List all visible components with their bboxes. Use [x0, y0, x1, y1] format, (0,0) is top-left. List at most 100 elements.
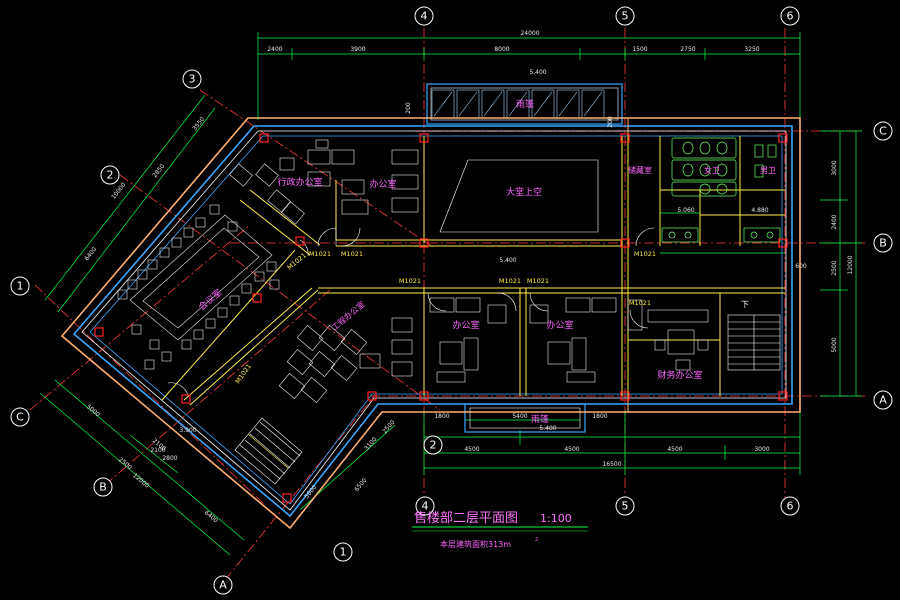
dim-bottom-main-3: 4500	[667, 446, 682, 453]
axis-label-diag-b: B	[99, 481, 107, 494]
axis-label-bottom-5: 5	[622, 500, 629, 513]
dim-top-6: 3250	[744, 46, 759, 53]
dim-top-5: 2750	[680, 46, 695, 53]
drawing-scale: 1:100	[540, 512, 572, 525]
door-label-3: M1021	[634, 250, 656, 258]
dim-bottom-seg-2: 5400	[512, 413, 527, 420]
dim-top-1: 2400	[267, 46, 282, 53]
room-admin-office: 行政办公室	[277, 176, 322, 188]
axis-label-right-a: A	[879, 394, 887, 407]
door-label-7: M1021	[629, 299, 651, 307]
room-office-a: 办公室	[452, 319, 479, 331]
room-meeting: 会议室	[196, 286, 224, 313]
canopy-top	[426, 83, 623, 125]
axis-label-bottom-6: 6	[787, 500, 794, 513]
canopy-bottom-label: 雨篷	[531, 413, 549, 425]
stair-right	[727, 314, 781, 371]
axis-bubble-labels: 4 5 6 2 4 5 6 C B A 3 2 1 C B A 1	[16, 10, 887, 592]
dim-right-4: 5000	[831, 337, 838, 352]
axis-label-right-b: B	[879, 237, 887, 250]
room-finance: 财务办公室	[657, 369, 702, 381]
dim-note-3: 2100	[150, 447, 165, 454]
dim-top-4: 1500	[632, 46, 647, 53]
dim-note-2: 200	[607, 116, 614, 128]
dim-lower-diag-5: 6400	[203, 509, 219, 524]
restroom-fixtures	[661, 137, 781, 243]
level-note-5: 4.880	[751, 207, 768, 214]
dim-right-1: 3000	[831, 160, 838, 175]
room-male-wc: 男卫	[760, 166, 776, 175]
level-note-6: 3.900	[179, 427, 196, 434]
dim-bottom-seg-3: 1800	[592, 413, 607, 420]
level-note-4: 5.060	[677, 207, 694, 214]
level-note-2: 5.400	[499, 257, 516, 264]
area-note: 本层建筑面积313m	[440, 539, 511, 549]
door-labels: M1021 M1021 M1021 M1021 M1021 M1021 M102…	[234, 250, 656, 385]
room-engineering: 工程办公室	[330, 299, 367, 332]
exterior-walls	[60, 117, 801, 530]
title-block: 售楼部二层平面图 1:100 本层建筑面积313m 2	[412, 510, 588, 549]
dim-lower-diag-3: 2500	[117, 456, 133, 471]
door-label-8: M1021	[286, 251, 308, 271]
room-office-b: 办公室	[546, 319, 573, 331]
axis-bubbles	[10, 6, 893, 595]
axis-label-diag-1b: 1	[340, 546, 347, 559]
dim-lower-diag-1: 5000	[85, 403, 101, 418]
dim-bottom-total: 16500	[602, 461, 621, 468]
dim-bottom-seg-1: 1800	[434, 413, 449, 420]
dim-right-2: 2400	[831, 214, 838, 229]
dim-bottom-diag-1: 5000	[303, 484, 318, 500]
dim-bottom-diag-3: 3100	[363, 436, 378, 452]
dim-bottom-diag-4: 2500	[381, 419, 396, 435]
dim-top-total: 24000	[520, 30, 539, 37]
axis-label-diag-1: 1	[17, 280, 24, 293]
area-note-superscript: 2	[535, 537, 538, 543]
dim-lower-diag-4: 12000	[131, 472, 150, 490]
dim-bottom-diag-2: 6500	[353, 477, 368, 493]
room-female-wc: 女卫	[704, 165, 720, 175]
door-label-9: M1021	[234, 362, 253, 385]
dim-top-3: 8000	[494, 46, 509, 53]
level-note-1: 5.400	[529, 69, 546, 76]
door-label-1: M1021	[309, 250, 331, 258]
axis-label-top-4: 4	[421, 10, 428, 23]
axis-label-top-5: 5	[622, 10, 629, 23]
dimension-lines	[39, 32, 862, 556]
room-atrium: 大堂上空	[506, 186, 542, 198]
dim-bottom-main-1: 4500	[464, 446, 479, 453]
dim-note-4: 2800	[162, 455, 177, 462]
furniture	[117, 139, 709, 403]
axis-label-top-6: 6	[787, 10, 794, 23]
axis-label-diag-a: A	[219, 579, 227, 592]
dim-right-small: 600	[795, 263, 807, 270]
room-office-top: 办公室	[369, 178, 396, 190]
room-labels: 行政办公室 办公室 大堂上空 储藏室 女卫 男卫 会议室 工程办公室 办公室 办…	[196, 98, 776, 425]
axis-label-bottom-2: 2	[430, 439, 437, 452]
dim-top-2: 3900	[350, 46, 365, 53]
right-wing-outline	[627, 117, 801, 413]
axis-label-bottom-4: 4	[422, 500, 429, 513]
canopy-top-label: 雨篷	[516, 98, 534, 110]
door-swings	[167, 227, 655, 396]
dim-bottom-main-2: 4500	[564, 446, 579, 453]
door-label-2: M1021	[341, 250, 363, 258]
axis-label-right-c: C	[879, 125, 887, 138]
dim-note-1: 200	[405, 102, 412, 114]
door-label-4: M1021	[399, 277, 421, 285]
door-label-5: M1021	[499, 277, 521, 285]
door-label-6: M1021	[527, 277, 549, 285]
dim-left-diag-2: 2850	[151, 163, 166, 179]
axis-label-diag-2: 2	[107, 169, 114, 182]
atrium-void	[439, 159, 599, 233]
structural-columns	[94, 133, 788, 503]
axis-label-diag-c: C	[16, 411, 24, 424]
interior-partitions	[161, 136, 785, 406]
stair-left	[234, 417, 303, 485]
dim-bottom-main-4: 3000	[754, 446, 769, 453]
room-storage: 储藏室	[628, 165, 652, 175]
dim-right-total: 12000	[847, 255, 854, 274]
drawing-title: 售楼部二层平面图	[414, 510, 518, 526]
level-note-3: 5.400	[539, 425, 556, 432]
dim-left-diag-1: 3550	[191, 116, 206, 132]
